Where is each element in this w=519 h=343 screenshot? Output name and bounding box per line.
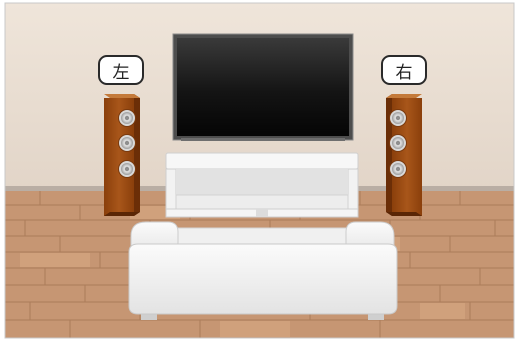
tv-icon	[172, 33, 354, 141]
tv-stand-icon	[165, 152, 359, 218]
frame	[4, 2, 515, 339]
sofa-icon	[128, 221, 398, 320]
left-speaker-icon	[104, 94, 140, 216]
speaker-left-label: 左	[98, 55, 144, 85]
right-speaker-icon	[386, 94, 422, 216]
speaker-right-label: 右	[381, 55, 427, 85]
